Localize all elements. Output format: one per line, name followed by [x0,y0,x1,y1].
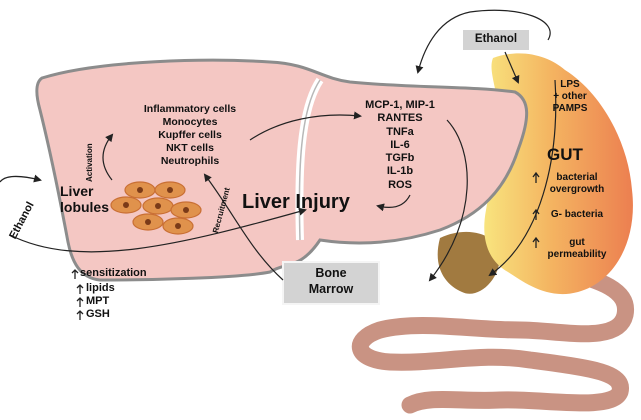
arrow-icon [428,119,468,282]
activation-label: Activation [85,143,94,182]
ethanol-box [463,30,529,50]
arrow-icon [203,173,284,281]
arrow-icon [9,207,307,253]
bone-marrow-box [282,261,380,305]
up-arrow-icon [532,171,540,248]
gut-item-g-bacteria: G- bacteria [550,209,604,220]
liver-injury-label: Liver Injury [242,191,350,213]
risk-mpt: MPT [86,295,110,307]
intestine [351,261,634,414]
bone-marrow-label: Bone Marrow [308,266,354,296]
arrow-icon [102,133,114,181]
ethanol-top-label: Ethanol [474,33,518,45]
arrows [0,9,557,282]
arrow-icon [376,194,411,212]
risk-sensitization: sensitization [80,267,147,279]
gallbladder [437,231,500,294]
arrow-icon [488,79,557,277]
liver-cell-list: Inflammatory cells Monocytes Kupffer cel… [143,103,237,167]
arrow-icon [0,174,42,183]
gut-item-bacterial-overgrowth: bacterial overgrowth [549,172,605,195]
up-arrow-icon [71,269,84,320]
arrow-icon [249,111,362,141]
gut-title: GUT [547,145,583,164]
gut-item-permeability: gut permeability [547,237,607,260]
risk-gsh: GSH [86,308,110,320]
arrow-icon [504,51,520,84]
liver-lobule-cells [110,181,202,235]
liver-lobules-label: Liver lobules [60,183,110,215]
arrow-icon [415,9,551,74]
risk-lipids: lipids [86,282,115,294]
lps-label: LPS + other PAMPS [552,79,588,114]
cytokine-list: MCP-1, MIP-1 RANTES TNFa IL-6 TGFb IL-1b… [365,99,435,191]
